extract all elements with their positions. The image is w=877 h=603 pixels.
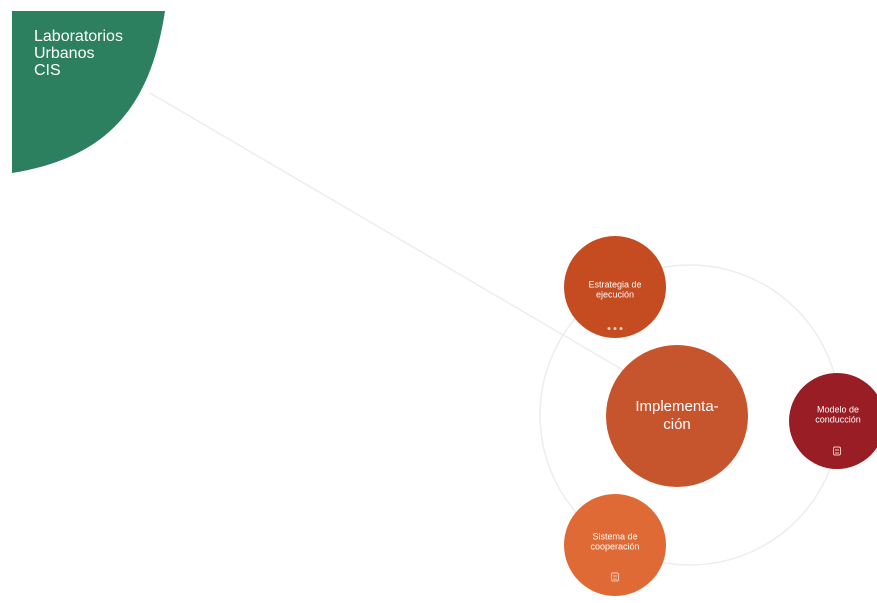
sistema-title-line: Sistema de xyxy=(592,531,638,542)
root-title-line: Urbanos xyxy=(34,45,95,62)
center-title-line: ción xyxy=(663,416,691,433)
center-node[interactable] xyxy=(606,345,748,487)
node-estrategia[interactable] xyxy=(564,236,666,338)
modelo-title: Modelo de conducción xyxy=(815,405,861,426)
sistema-title: Sistema de cooperación xyxy=(590,532,639,553)
estrategia-title-line: Estrategia de xyxy=(588,279,642,290)
estrategia-title: Estrategia de ejecución xyxy=(588,280,641,301)
document-icon[interactable] xyxy=(833,446,841,456)
connector-root-center xyxy=(149,92,641,381)
modelo-title-line: Modelo de xyxy=(816,404,860,415)
sistema-title-line: cooperación xyxy=(590,542,640,552)
root-title-line: Laboratorios xyxy=(34,28,123,45)
modelo-title-line: conducción xyxy=(815,415,861,425)
document-icon[interactable] xyxy=(611,572,619,582)
node-sistema[interactable] xyxy=(564,494,666,596)
root-title: Laboratorios Urbanos CIS xyxy=(34,28,164,92)
center-title: Implementa- ción xyxy=(635,398,718,434)
estrategia-title-line: ejecución xyxy=(595,290,635,300)
node-modelo[interactable] xyxy=(789,373,877,469)
root-title-line: CIS xyxy=(34,62,61,79)
root-node[interactable] xyxy=(12,11,165,173)
more-dots-icon[interactable] xyxy=(607,327,623,330)
center-title-line: Implementa- xyxy=(635,398,719,415)
